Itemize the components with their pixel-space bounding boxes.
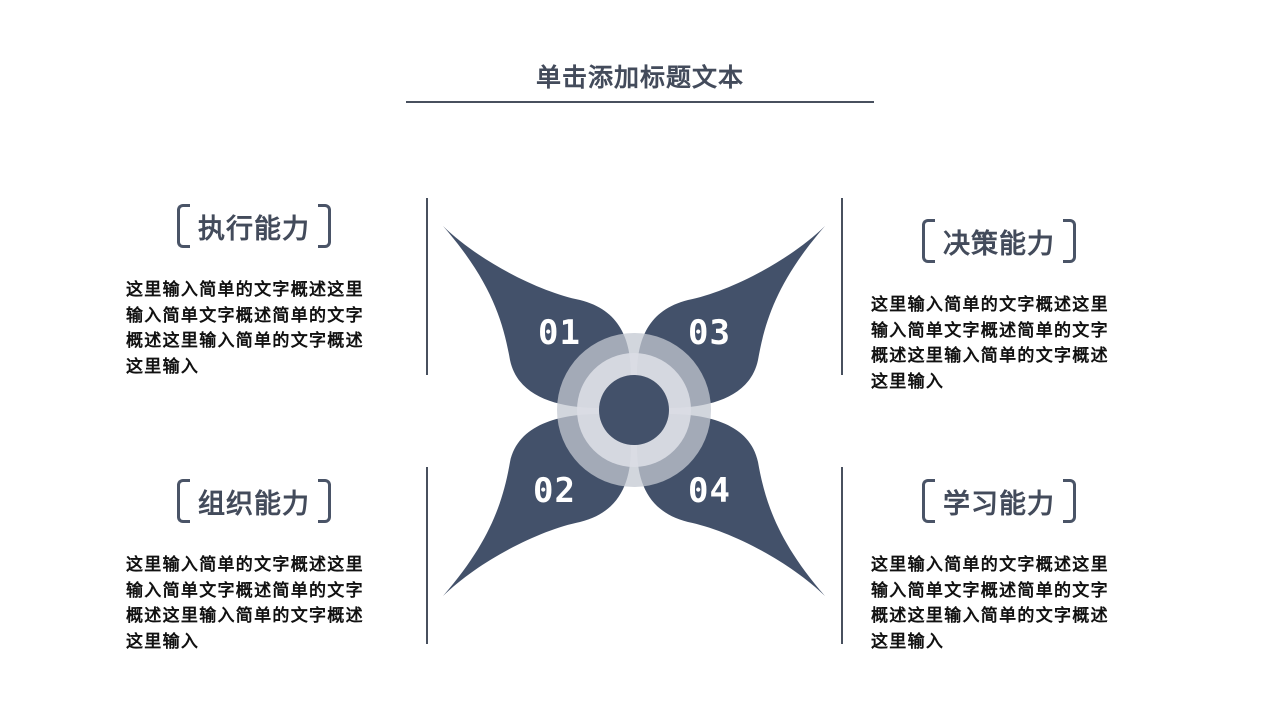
petal-number-04: 04: [688, 471, 731, 511]
petal-number-02: 02: [533, 471, 576, 511]
inner-ring: [577, 353, 691, 467]
description-line: 概述这里输入简单的文字概述: [126, 606, 364, 626]
left-bracket-icon: [177, 204, 190, 248]
heading-text[interactable]: 执行能力: [198, 213, 310, 245]
right-bracket-icon: [318, 479, 331, 523]
divider-top-right: [841, 198, 843, 375]
slide-title[interactable]: 单击添加标题文本: [535, 63, 744, 92]
outer-ring: [557, 333, 711, 487]
description-line: 输入简单文字概述简单的文字: [126, 580, 364, 601]
petal-number-01: 01: [538, 313, 581, 353]
section-heading-02: 组织能力: [177, 479, 331, 523]
description-line: 这里输入简单的文字概述这里: [871, 295, 1109, 315]
description-line: 输入简单文字概述简单的文字: [871, 320, 1109, 341]
section-heading-01: 执行能力: [177, 204, 331, 248]
divider-bottom-right: [841, 467, 843, 644]
divider-top-left: [426, 198, 428, 375]
section-description-03[interactable]: 这里输入简单的文字概述这里 输入简单文字概述简单的文字 概述这里输入简单的文字概…: [871, 293, 1156, 395]
divider-bottom-left: [426, 467, 428, 644]
description-line: 输入简单文字概述简单的文字: [126, 305, 364, 326]
section-description-04[interactable]: 这里输入简单的文字概述这里 输入简单文字概述简单的文字 概述这里输入简单的文字概…: [871, 553, 1156, 655]
description-line: 这里输入: [871, 631, 945, 652]
description-line: 这里输入简单的文字概述这里: [126, 280, 364, 300]
right-bracket-icon: [1063, 219, 1076, 263]
heading-text[interactable]: 决策能力: [943, 228, 1055, 260]
left-bracket-icon: [922, 219, 935, 263]
right-bracket-icon: [318, 204, 331, 248]
section-description-01[interactable]: 这里输入简单的文字概述这里 输入简单文字概述简单的文字 概述这里输入简单的文字概…: [126, 278, 411, 380]
description-line: 概述这里输入简单的文字概述: [871, 346, 1109, 366]
description-line: 这里输入简单的文字概述这里: [871, 555, 1109, 575]
petal-03[interactable]: [637, 226, 825, 408]
left-bracket-icon: [922, 479, 935, 523]
title-underline: [406, 101, 874, 103]
section-heading-03: 决策能力: [922, 219, 1076, 263]
petal-number-03: 03: [688, 313, 731, 353]
section-description-02[interactable]: 这里输入简单的文字概述这里 输入简单文字概述简单的文字 概述这里输入简单的文字概…: [126, 553, 411, 655]
right-bracket-icon: [1063, 479, 1076, 523]
description-line: 概述这里输入简单的文字概述: [126, 331, 364, 351]
description-line: 输入简单文字概述简单的文字: [871, 580, 1109, 601]
heading-text[interactable]: 组织能力: [198, 488, 310, 520]
description-line: 这里输入: [126, 631, 200, 652]
center-circle: [599, 375, 669, 445]
petal-01[interactable]: [443, 226, 631, 408]
description-line: 这里输入简单的文字概述这里: [126, 555, 364, 575]
description-line: 这里输入: [871, 371, 945, 392]
description-line: 这里输入: [126, 356, 200, 377]
petal-04[interactable]: [637, 414, 825, 596]
heading-text[interactable]: 学习能力: [943, 488, 1055, 520]
section-heading-04: 学习能力: [922, 479, 1076, 523]
description-line: 概述这里输入简单的文字概述: [871, 606, 1109, 626]
petal-02[interactable]: [443, 414, 631, 596]
left-bracket-icon: [177, 479, 190, 523]
